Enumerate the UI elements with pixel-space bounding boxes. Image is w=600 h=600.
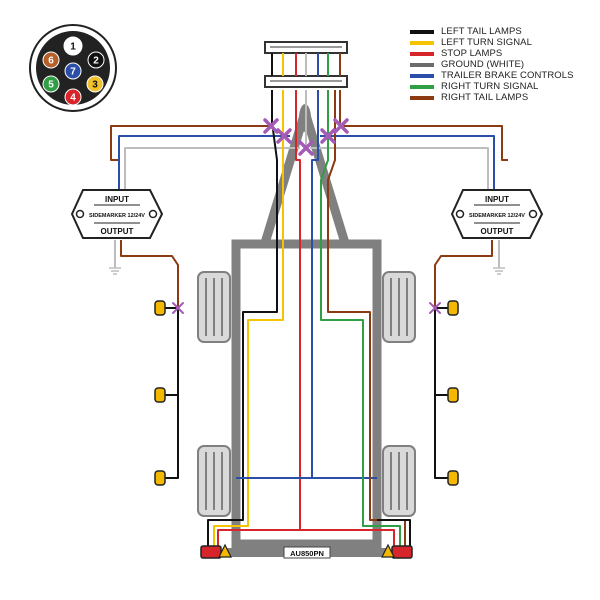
tail-lamp-right (381, 543, 413, 559)
legend-swatch (410, 95, 434, 100)
legend-item: LEFT TAIL LAMPS (410, 26, 595, 37)
sidemarker-left-input-label: INPUT (105, 195, 129, 204)
rear-plate (283, 546, 331, 559)
ground-symbol-right (493, 267, 505, 275)
wire-right-turn (320, 90, 401, 550)
legend-label: STOP LAMPS (441, 48, 503, 59)
sidemarker-right-output-label: OUTPUT (481, 227, 514, 236)
splice-x-7 (429, 302, 441, 314)
wire-right-tail-loop (339, 90, 508, 161)
legend-item: STOP LAMPS (410, 48, 595, 59)
connector-pin-label: 4 (70, 93, 76, 104)
connector-pin-2: 2 (87, 51, 105, 69)
legend-label: RIGHT TAIL LAMPS (441, 92, 529, 103)
wheel-right-rear (382, 445, 416, 517)
splice-x-1 (263, 118, 279, 134)
legend-item: RIGHT TURN SIGNAL (410, 81, 595, 92)
legend-label: TRAILER BRAKE CONTROLS (441, 70, 574, 81)
connector-pin-3: 3 (86, 75, 104, 93)
wires (110, 90, 508, 550)
marker-lamp-right-2 (447, 387, 459, 403)
legend-swatch (410, 40, 434, 45)
legend-label: LEFT TURN SIGNAL (441, 37, 532, 48)
wire-ground-loop-left (124, 147, 300, 192)
connector-pin-label: 6 (48, 56, 54, 67)
marker-lamp-right-1 (447, 300, 459, 316)
legend-swatch (410, 51, 434, 56)
legend-label: GROUND (WHITE) (441, 59, 525, 70)
wire-stop (217, 90, 301, 550)
terminal-block-bottom (264, 75, 348, 88)
legend-swatch (410, 84, 434, 89)
tail-lamp-left (200, 543, 232, 559)
legend-item: GROUND (WHITE) (410, 59, 595, 70)
connector-pin-label: 2 (93, 56, 99, 67)
wire-ground-loop-right (310, 147, 489, 192)
ground-symbol-left (109, 267, 121, 275)
wheel-left-rear (197, 445, 231, 517)
legend-swatch (410, 73, 434, 78)
marker-lamp-left-1 (154, 300, 166, 316)
wire-right-marker-out (434, 240, 493, 308)
splice-x-6 (172, 302, 184, 314)
splice-x-2 (276, 128, 292, 144)
connector-pin-label: 5 (48, 80, 54, 91)
connector-pin-5: 5 (42, 75, 60, 93)
splice-x-4 (320, 128, 336, 144)
sidemarker-left-model-label: SIDEMARKER 12/24V (89, 213, 145, 219)
connector-pin-label: 1 (70, 42, 76, 53)
seven-pin-connector: 1 2 3 4 5 6 7 (29, 24, 117, 112)
legend-label: LEFT TAIL LAMPS (441, 26, 522, 37)
wire-left-turn (213, 90, 284, 550)
legend-item: TRAILER BRAKE CONTROLS (410, 70, 595, 81)
trailer-frame (231, 107, 382, 549)
wire-brake (236, 90, 319, 479)
wheel-left-front (197, 271, 231, 343)
legend-swatch (410, 62, 434, 67)
connector-pin-1: 1 (63, 36, 83, 56)
connector-pin-label: 7 (70, 67, 76, 78)
sidemarker-module-left: INPUT SIDEMARKER 12/24V OUTPUT (70, 189, 164, 239)
rear-plate-label: AU850PN (290, 549, 324, 558)
connector-pin-7: 7 (64, 62, 82, 80)
wire-right-marker-rail (434, 308, 449, 479)
legend-item: RIGHT TAIL LAMPS (410, 92, 595, 103)
wire-left-tail-loop (110, 125, 270, 161)
marker-lamp-left-2 (154, 387, 166, 403)
legend-item: LEFT TURN SIGNAL (410, 37, 595, 48)
connector-pin-6: 6 (42, 51, 60, 69)
legend-swatch (410, 29, 434, 34)
legend-label: RIGHT TURN SIGNAL (441, 81, 539, 92)
marker-lamp-right-3 (447, 470, 459, 486)
sidemarker-right-model-label: SIDEMARKER 12/24V (469, 213, 525, 219)
wire-brake-loop-left (118, 135, 290, 192)
wheel-right-front (382, 271, 416, 343)
sidemarker-right-input-label: INPUT (485, 195, 509, 204)
wire-right-tail-black (377, 519, 411, 550)
splice-x-3 (298, 140, 314, 156)
connector-pin-4: 4 (64, 88, 82, 106)
wire-left-marker-out (120, 240, 179, 308)
marker-lamp-left-3 (154, 470, 166, 486)
splice-x-5 (333, 118, 349, 134)
wire-left-marker-rail (164, 308, 179, 479)
sidemarker-module-right: INPUT SIDEMARKER 12/24V OUTPUT (450, 189, 544, 239)
connector-pin-label: 3 (92, 80, 98, 91)
wire-brake-loop-right (320, 135, 495, 192)
sidemarker-left-output-label: OUTPUT (101, 227, 134, 236)
wheels (197, 271, 416, 517)
terminal-block-top (264, 41, 348, 54)
splice-marks (172, 118, 441, 314)
side-marker-lamps (154, 300, 459, 486)
